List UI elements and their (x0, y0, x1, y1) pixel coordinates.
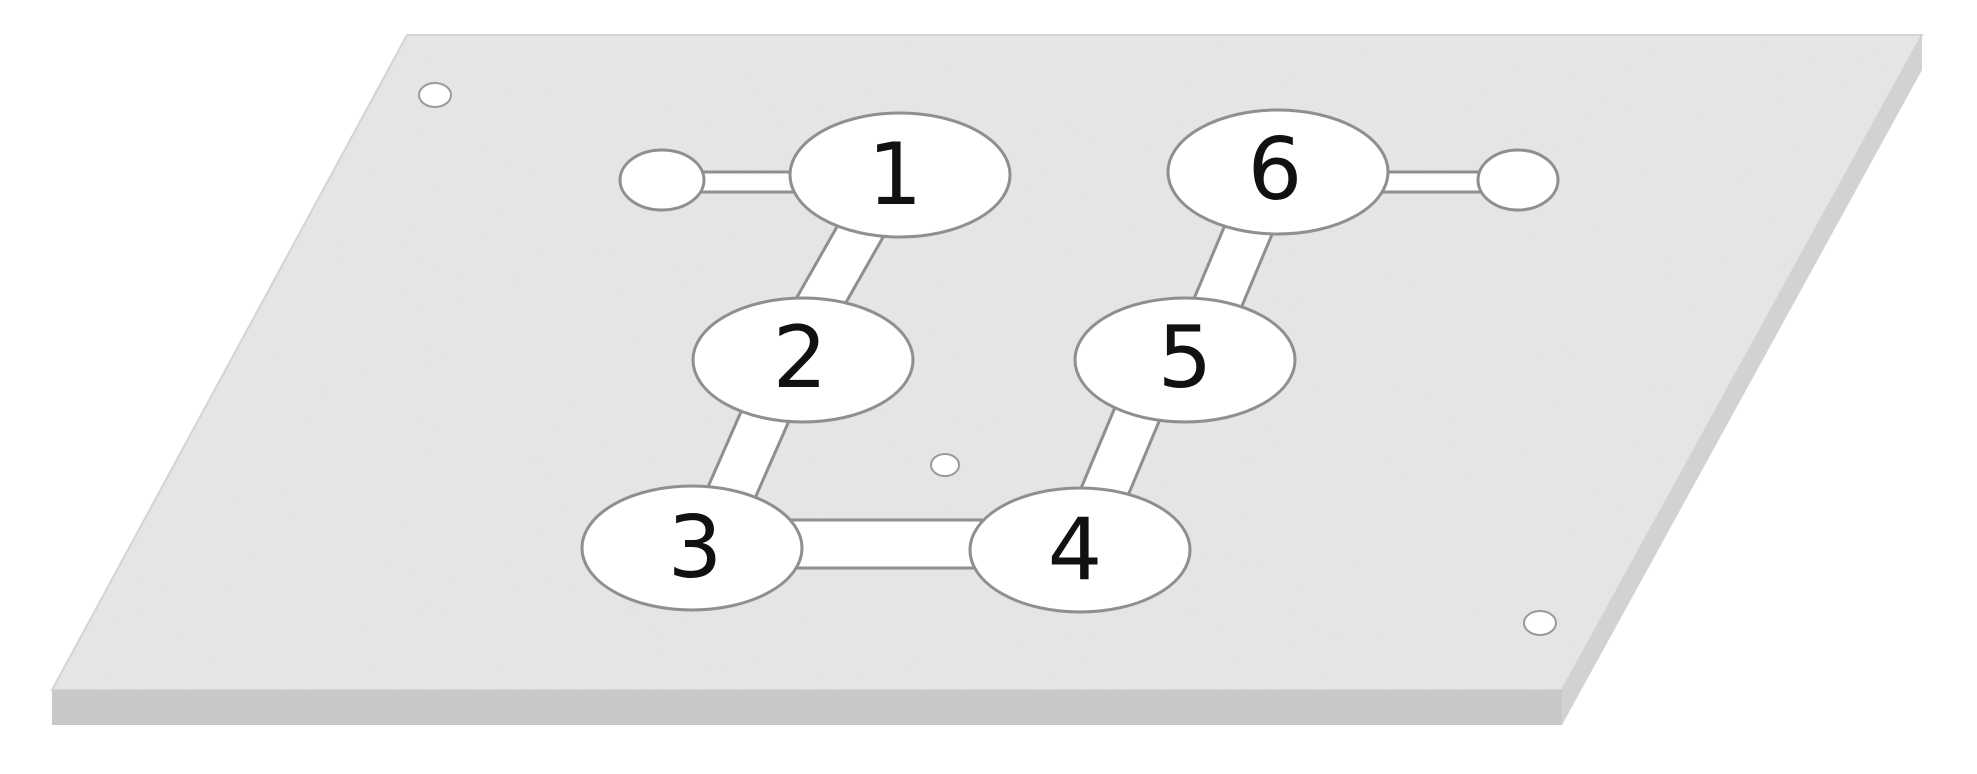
chamber-2-label: 2 (773, 308, 828, 408)
chamber-4: 4 (968, 486, 1192, 614)
chamber-6: 6 (1166, 108, 1390, 236)
chamber-6-label: 6 (1248, 120, 1303, 220)
outlet-port (1476, 148, 1560, 212)
chamber-1: 1 (788, 111, 1012, 239)
chamber-5: 5 (1073, 296, 1297, 424)
inlet-port (618, 148, 706, 212)
mounting-hole (930, 453, 960, 477)
plate-grain-overlay (52, 35, 1922, 690)
plate-front-edge (52, 690, 1562, 725)
chamber-4-cutout (968, 486, 1192, 614)
mounting-hole (418, 82, 452, 108)
chamber-2-cutout (691, 296, 915, 424)
chamber-5-cutout (1073, 296, 1297, 424)
chamber-2: 2 (691, 296, 915, 424)
chamber-1-cutout (788, 111, 1012, 239)
plate-side-edge (1562, 35, 1922, 725)
chamber-5-label: 5 (1158, 308, 1213, 408)
chamber-1-label: 1 (868, 125, 923, 225)
mounting-hole (1523, 610, 1557, 636)
chamber-4-label: 4 (1048, 500, 1103, 600)
chamber-6-cutout (1166, 108, 1390, 236)
chamber-3-label: 3 (668, 498, 723, 598)
chamber-3-cutout (580, 484, 804, 612)
chamber-3: 3 (580, 484, 804, 612)
